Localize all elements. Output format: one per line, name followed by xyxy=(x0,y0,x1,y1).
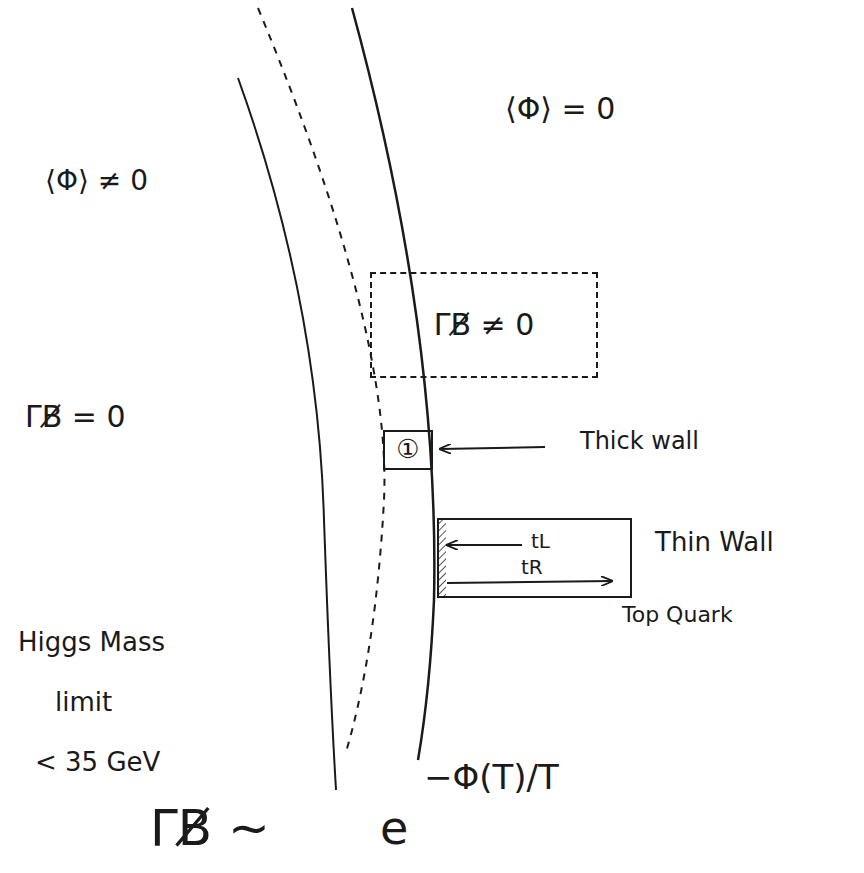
wall-label: Thick wall xyxy=(580,428,699,456)
region-box: ΓB̸ ≠ 0 xyxy=(370,272,598,378)
formula-part: e xyxy=(380,802,408,855)
left-arrow xyxy=(447,544,522,546)
rate-text: ΓB̸ = 0 xyxy=(25,400,126,435)
quark-label: tL xyxy=(531,530,550,553)
callout-number: ① xyxy=(396,435,419,465)
symmetric-phase: ⟨Φ⟩ = 0 xyxy=(505,92,615,127)
note-text: limit xyxy=(55,688,112,718)
inner-wall-curve xyxy=(352,8,434,760)
formula-part: ΓB̸ ∼ xyxy=(150,800,270,858)
dashed-wall-curve xyxy=(258,8,384,752)
rate-text: ΓB̸ ≠ 0 xyxy=(434,308,535,343)
quark-label: tR xyxy=(521,556,543,579)
note-text: < 35 GeV xyxy=(35,748,160,778)
wall-label: Thin Wall xyxy=(655,528,774,558)
thick-wall-leader xyxy=(440,447,545,449)
thick-wall-box: ① xyxy=(383,430,433,470)
particle-label: Top Quark xyxy=(622,602,733,627)
note-text: Higgs Mass xyxy=(18,628,165,658)
wall-hatching xyxy=(438,520,446,596)
outer-wall-curve xyxy=(238,78,336,790)
thin-wall-box: tL tR xyxy=(437,518,632,598)
right-arrow xyxy=(447,581,612,583)
formula-exponent: −Φ(T)/T xyxy=(424,758,559,797)
broken-phase: ⟨Φ⟩ ≠ 0 xyxy=(45,165,148,197)
